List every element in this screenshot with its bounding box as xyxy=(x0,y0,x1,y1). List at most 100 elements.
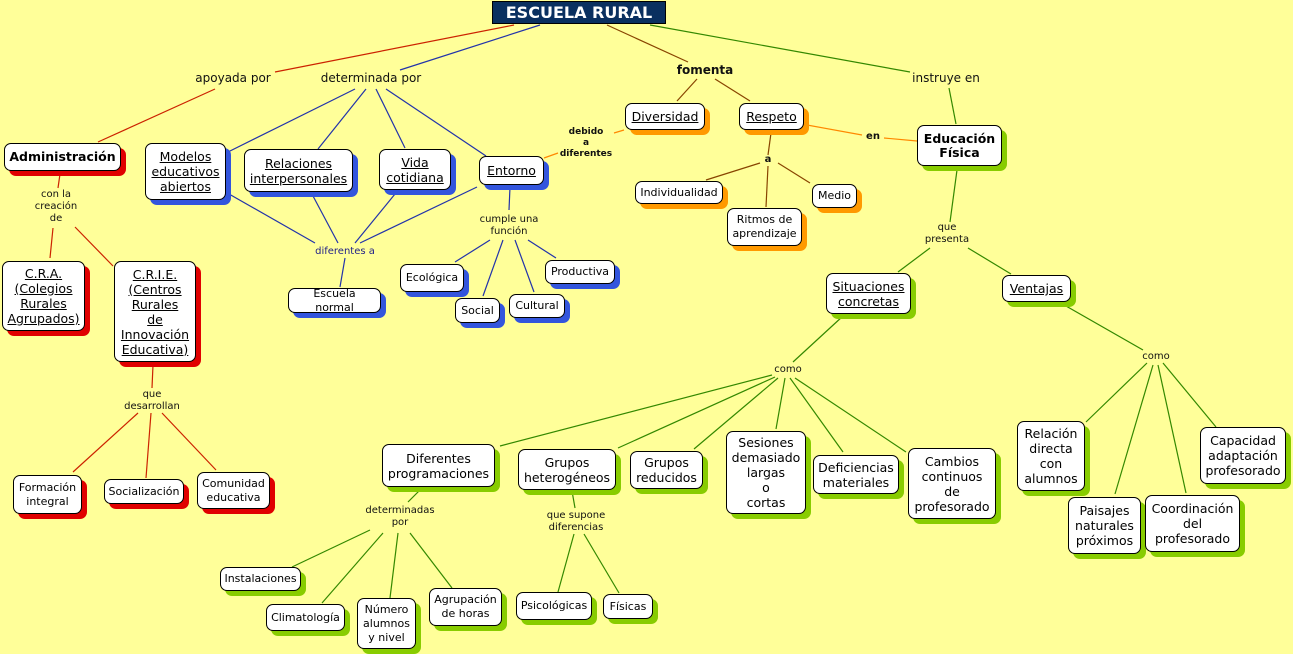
node-administracion[interactable]: Administración xyxy=(4,143,121,171)
link xyxy=(949,169,958,223)
link xyxy=(375,88,406,149)
node-text: Agrupación de horas xyxy=(434,593,497,620)
node-social: Social xyxy=(455,298,500,323)
node-respeto[interactable]: Respeto xyxy=(739,103,804,130)
node-text: Deficiencias materiales xyxy=(818,459,894,490)
node-vida-cotidiana[interactable]: Vida cotidiana xyxy=(379,149,451,190)
link xyxy=(97,88,216,143)
node-escuela-normal: Escuela normal xyxy=(288,287,381,314)
link xyxy=(57,173,61,189)
link xyxy=(228,193,316,244)
node-text: Productiva xyxy=(550,265,610,278)
link xyxy=(649,24,911,73)
link xyxy=(583,533,620,594)
node-text: Modelos educativos abiertos xyxy=(151,149,220,194)
node-situaciones-concretas[interactable]: Situaciones concretas xyxy=(826,273,911,314)
link xyxy=(765,165,769,208)
link xyxy=(454,239,491,263)
node-text: Cultural xyxy=(515,299,559,312)
node-fisicas: Físicas xyxy=(603,594,653,619)
node-text: Grupos heterogéneos xyxy=(523,454,611,485)
link-label-apoyada-por: apoyada por xyxy=(195,71,271,85)
node-text: Ritmos de aprendizaje xyxy=(732,213,797,240)
node-psicologicas: Psicológicas xyxy=(516,592,592,620)
link xyxy=(767,132,772,156)
node-crie[interactable]: C.R.I.E. (Centros Rurales de Innovación … xyxy=(114,261,196,362)
link xyxy=(775,377,786,430)
node-paisajes-naturales: Paisajes naturales próximos xyxy=(1068,497,1141,554)
map-title: ESCUELA RURAL xyxy=(492,1,666,24)
node-text: Comunidad educativa xyxy=(202,476,265,504)
node-ventajas[interactable]: Ventajas xyxy=(1002,275,1071,302)
link xyxy=(714,78,751,102)
node-text: Administración xyxy=(9,149,116,164)
node-relacion-directa: Relación directa con alumnos xyxy=(1017,421,1085,491)
link-label-en: en xyxy=(866,131,880,142)
node-text: Diversidad xyxy=(631,109,699,124)
node-cultural: Cultural xyxy=(509,294,565,318)
node-grupos-reducidos: Grupos reducidos xyxy=(630,451,703,489)
link xyxy=(399,24,541,71)
link xyxy=(317,88,367,150)
link xyxy=(1065,305,1144,351)
link xyxy=(74,226,114,267)
node-text: Situaciones concretas xyxy=(832,278,905,309)
node-text: Ecológica xyxy=(405,271,459,284)
node-climatologia: Climatología xyxy=(266,604,345,631)
link xyxy=(482,239,504,297)
node-text: C.R.I.E. (Centros Rurales de Innovación … xyxy=(120,266,190,357)
link-label-debido-a-diferentes: debido a diferentes xyxy=(559,127,613,159)
link xyxy=(1162,362,1217,428)
node-productiva: Productiva xyxy=(545,260,615,284)
link-label-que-desarrollan: que desarrollan xyxy=(124,389,180,412)
node-numero-alumnos: Número alumnos y nivel xyxy=(357,598,416,649)
node-text: Número alumnos y nivel xyxy=(363,602,410,644)
node-diversidad[interactable]: Diversidad xyxy=(625,103,705,130)
link xyxy=(777,162,811,184)
link-label-diferentes-a: diferentes a xyxy=(315,246,375,257)
link xyxy=(499,374,773,447)
link xyxy=(897,247,931,273)
link xyxy=(789,377,844,453)
link xyxy=(948,87,957,125)
link xyxy=(359,186,478,244)
node-capacidad-adaptacion: Capacidad adaptación profesorado xyxy=(1200,427,1286,484)
node-educacion-fisica[interactable]: Educación Física xyxy=(917,125,1002,166)
link xyxy=(1157,364,1187,494)
node-text: Capacidad adaptación profesorado xyxy=(1205,433,1281,478)
link xyxy=(409,532,453,589)
link xyxy=(274,24,515,73)
link xyxy=(606,24,689,63)
node-text: Social xyxy=(461,303,494,317)
link xyxy=(806,124,863,136)
node-instalaciones: Instalaciones xyxy=(220,567,301,591)
node-text: Entorno xyxy=(487,163,536,178)
node-diferentes-programaciones: Diferentes programaciones xyxy=(382,444,495,487)
link xyxy=(151,364,154,389)
link xyxy=(705,162,761,181)
node-text: C.R.A. (Colegios Rurales Agrupados) xyxy=(7,266,80,326)
link xyxy=(339,257,346,288)
node-text: Socialización xyxy=(108,484,180,498)
link-label-que-presenta: que presenta xyxy=(924,222,970,245)
node-ecologica: Ecológica xyxy=(400,264,464,292)
node-relaciones-interpersonales[interactable]: Relaciones interpersonales xyxy=(244,149,353,192)
node-text: Vida cotidiana xyxy=(386,154,444,185)
link xyxy=(407,489,421,503)
node-modelos-educativos[interactable]: Modelos educativos abiertos xyxy=(145,143,226,200)
link-label-a: a xyxy=(764,154,772,165)
node-text: Cambios continuos de profesorado xyxy=(914,453,990,514)
node-cra[interactable]: C.R.A. (Colegios Rurales Agrupados) xyxy=(2,261,85,331)
link xyxy=(693,377,779,450)
link xyxy=(354,193,396,244)
node-text: Psicológicas xyxy=(520,599,588,612)
node-agrupacion-horas: Agrupación de horas xyxy=(429,588,502,626)
node-text: Educación Física xyxy=(923,130,996,160)
node-entorno[interactable]: Entorno xyxy=(479,156,544,185)
node-sesiones: Sesiones demasiado largas o cortas xyxy=(726,431,806,514)
node-text: Físicas xyxy=(609,599,647,613)
node-individualidad: Individualidad xyxy=(635,181,723,204)
link xyxy=(613,129,625,134)
node-ritmos-aprendizaje: Ritmos de aprendizaje xyxy=(727,208,802,246)
